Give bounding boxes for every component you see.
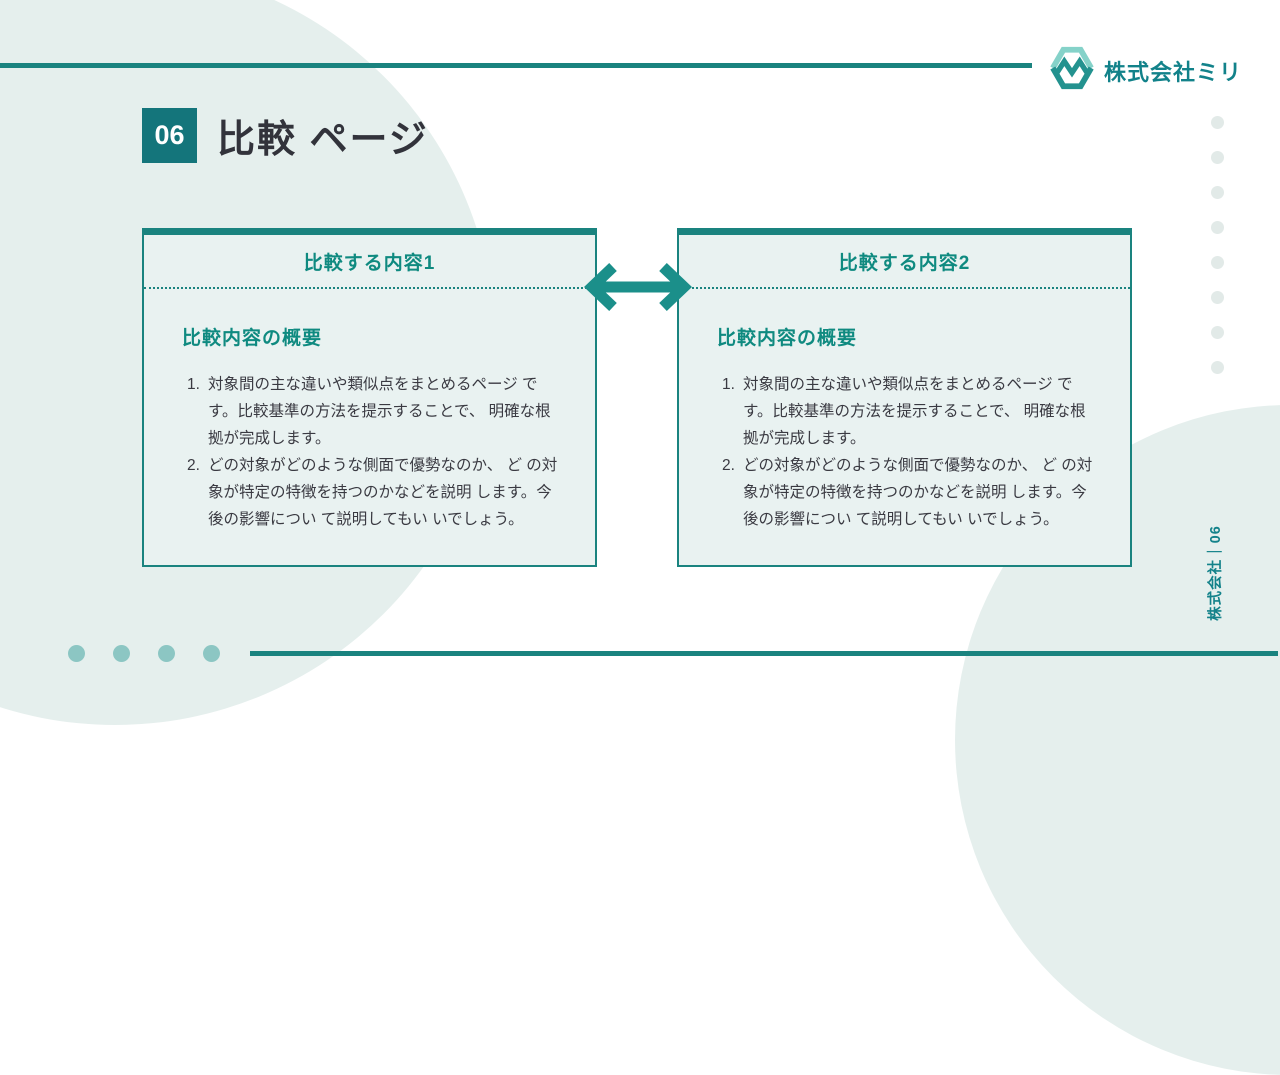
list-item: 2. どの対象がどのような側面で優勢なのか、 ど の対 象が特定の特徴を持つのか… [187,452,575,533]
decor-dot [1211,221,1224,234]
comparison-box-2-list: 1. 対象間の主な違いや類似点をまとめるページ で す。比較基準の方法を提示する… [717,371,1110,533]
decor-dot [113,645,130,662]
top-divider-line [0,63,1032,68]
vertical-footer-label: 株式会社｜06 [1208,525,1224,621]
decor-dot [1211,361,1224,374]
comparison-box-2: 比較する内容2 比較内容の概要 1. 対象間の主な違いや類似点をまとめるページ … [677,228,1132,567]
list-item: 1. 対象間の主な違いや類似点をまとめるページ で す。比較基準の方法を提示する… [722,371,1110,452]
decor-dot [203,645,220,662]
list-item: 1. 対象間の主な違いや類似点をまとめるページ で す。比較基準の方法を提示する… [187,371,575,452]
decor-dot-row [68,645,220,662]
page-title: 比較 ページ [217,119,429,161]
decor-dot [1211,326,1224,339]
comparison-box-1-list: 1. 対象間の主な違いや類似点をまとめるページ で す。比較基準の方法を提示する… [182,371,575,533]
comparison-box-2-title: 比較する内容2 [679,235,1130,289]
list-item-number: 1. [187,376,200,393]
list-item-text: 対象間の主な違いや類似点をまとめるページ で す。比較基準の方法を提示することで… [208,376,551,447]
decor-dot [1211,256,1224,269]
decor-dot [1211,116,1224,129]
list-item-number: 2. [722,457,735,474]
comparison-box-1-body: 比較内容の概要 1. 対象間の主な違いや類似点をまとめるページ で す。比較基準… [144,289,595,533]
list-item-text: 対象間の主な違いや類似点をまとめるページ で す。比較基準の方法を提示することで… [743,376,1086,447]
list-item: 2. どの対象がどのような側面で優勢なのか、 ど の対 象が特定の特徴を持つのか… [722,452,1110,533]
comparison-box-1-title: 比較する内容1 [144,235,595,289]
slide-number-badge: 06 [142,108,197,163]
decor-dot-column [1211,116,1224,374]
comparison-box-2-subheading: 比較内容の概要 [717,328,858,349]
list-item-text: どの対象がどのような側面で優勢なのか、 ど の対 象が特定の特徴を持つのかなどを… [208,457,558,528]
double-arrow-icon [577,260,699,314]
bottom-divider-line [250,651,1278,656]
comparison-box-1: 比較する内容1 比較内容の概要 1. 対象間の主な違いや類似点をまとめるページ … [142,228,597,567]
decor-dot [1211,186,1224,199]
decor-dot [1211,291,1224,304]
list-item-number: 2. [187,457,200,474]
list-item-text: どの対象がどのような側面で優勢なのか、 ど の対 象が特定の特徴を持つのかなどを… [743,457,1093,528]
hexagon-m-logo-icon [1049,45,1095,96]
slide-title-row: 06 比較 ページ [142,108,429,163]
comparison-box-1-subheading: 比較内容の概要 [182,328,323,349]
comparison-box-2-body: 比較内容の概要 1. 対象間の主な違いや類似点をまとめるページ で す。比較基準… [679,289,1130,533]
company-logo: 株式会社ミリ [1049,45,1242,96]
decor-dot [1211,151,1224,164]
list-item-number: 1. [722,376,735,393]
decor-dot [158,645,175,662]
company-name: 株式会社ミリ [1104,59,1243,85]
decor-dot [68,645,85,662]
